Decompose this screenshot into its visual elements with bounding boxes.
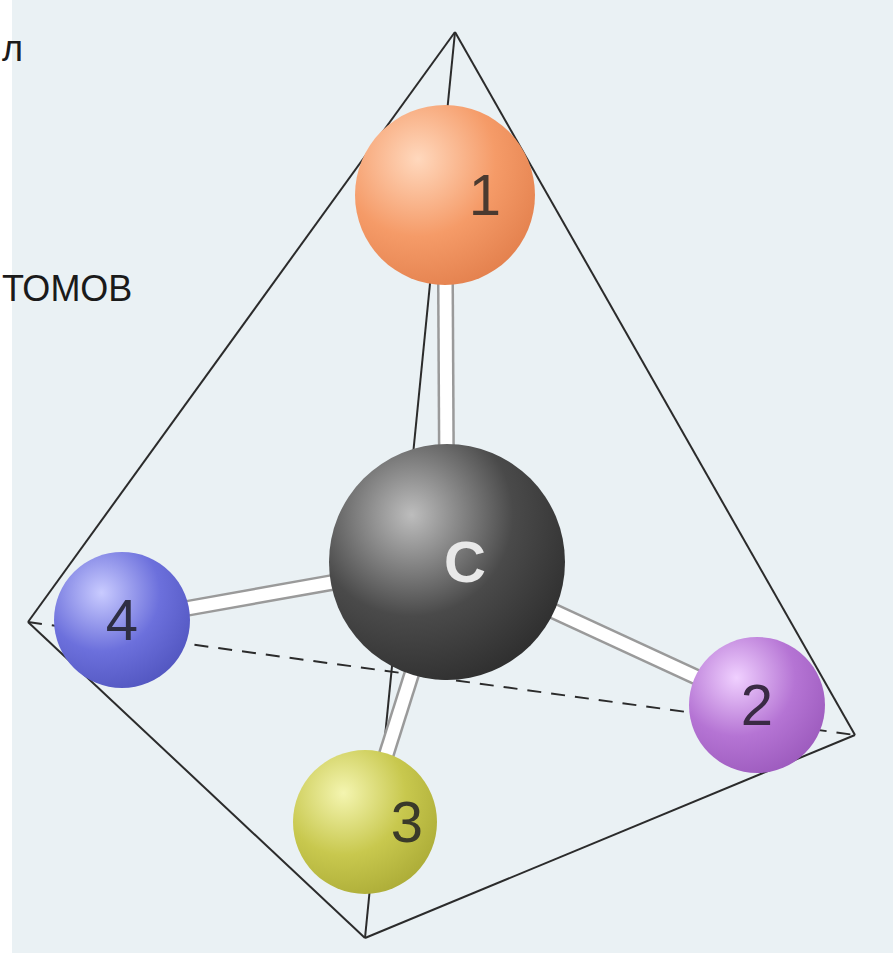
- atom-number: C: [444, 533, 486, 591]
- bond-stroke: [439, 281, 452, 448]
- atom-number: 1: [469, 166, 501, 224]
- bond-stroke: [385, 671, 412, 757]
- page-margin: [0, 0, 12, 953]
- tetrahedron-edges: [28, 32, 855, 938]
- bond-stroke: [385, 671, 412, 757]
- cropped-caption: ТОМОВ: [2, 268, 132, 310]
- bond-stroke: [437, 281, 455, 448]
- bond-rod: [445, 281, 447, 448]
- substituent-atom: 4: [54, 552, 190, 688]
- bond-stroke: [551, 610, 699, 678]
- substituent-atom: 1: [355, 105, 535, 285]
- carbon-atom: C: [329, 444, 565, 680]
- bond-stroke: [185, 582, 335, 609]
- atom-number: 4: [106, 591, 138, 649]
- substituent-atom: 2: [689, 637, 825, 773]
- bond-rod: [551, 610, 699, 678]
- atom-number: 3: [391, 793, 423, 851]
- cropped-caption: л: [2, 28, 23, 70]
- atom-number: 2: [741, 676, 773, 734]
- bond-rod: [185, 582, 335, 609]
- substituent-atom: 3: [293, 750, 437, 894]
- bond-rod: [385, 671, 412, 757]
- bond-stroke: [551, 610, 699, 678]
- bond-stroke: [185, 582, 335, 609]
